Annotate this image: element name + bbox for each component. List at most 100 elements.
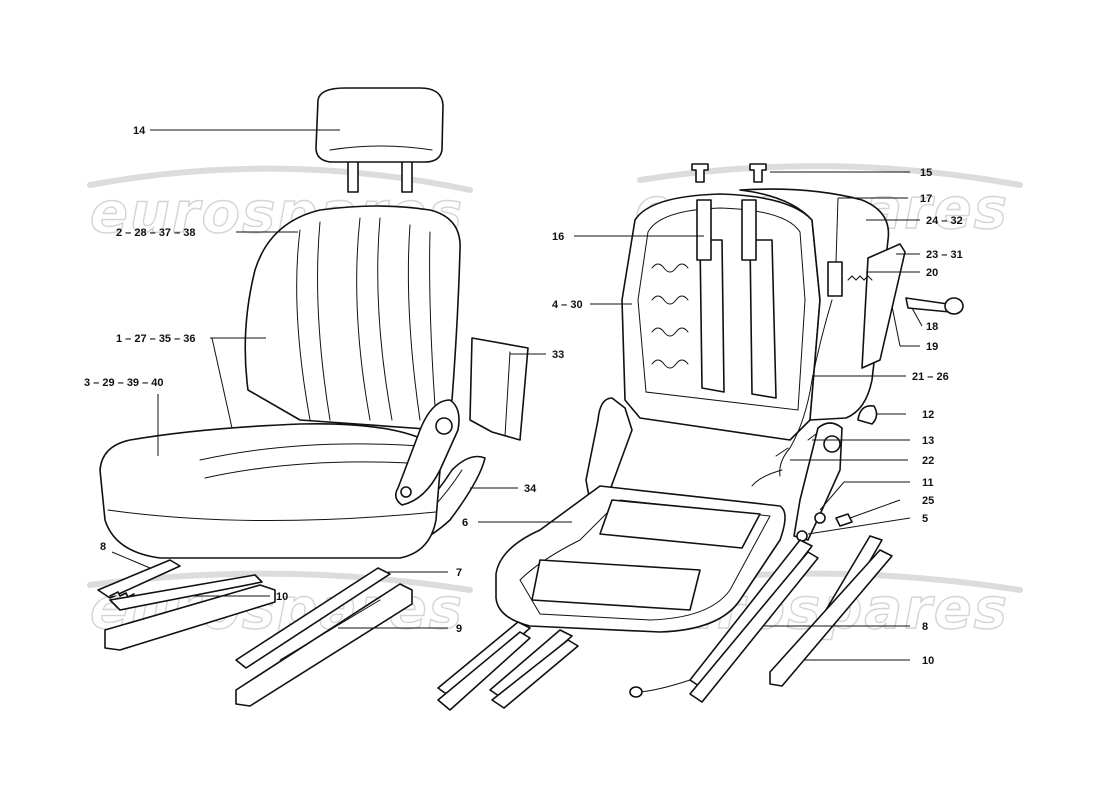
hinge-bolt (400, 486, 412, 498)
back-side-flap-edge (504, 351, 511, 437)
seat-runner (109, 574, 263, 611)
callout-6: 6 (462, 517, 468, 529)
callout-34: 34 (524, 483, 537, 495)
callout-25: 25 (922, 495, 934, 507)
seat-runner-base (769, 549, 893, 687)
hinge-screw (835, 513, 853, 527)
runner-cable-end (629, 686, 643, 698)
watermark-swoosh (637, 163, 1023, 188)
back-rear-panel (739, 188, 890, 421)
callout-10: 10 (276, 591, 288, 603)
back-side-flap (469, 337, 529, 441)
callout-19: 19 (926, 341, 938, 353)
seat-back (244, 205, 461, 431)
callout-15: 15 (920, 167, 932, 179)
callout-24-32: 24 – 32 (926, 215, 963, 227)
seat-back-pleat (407, 224, 421, 421)
seat-cushion-pleat (199, 443, 421, 461)
seat-cushion-pleat (107, 509, 437, 522)
leader-25 (849, 499, 901, 519)
seat-runner-base (235, 583, 413, 707)
back-spring (651, 263, 689, 273)
leader-18 (911, 307, 923, 327)
recline-latch (827, 261, 843, 297)
seat-back-pleat (356, 217, 371, 421)
side-trim (861, 243, 906, 369)
callout-7: 7 (456, 567, 462, 579)
seat-cushion-pleat (204, 461, 426, 479)
headrest-guide-tube (741, 199, 757, 261)
leader-17b (835, 197, 839, 263)
headrest (315, 87, 444, 163)
callout-4-30: 4 – 30 (552, 299, 583, 311)
pin-22 (775, 447, 789, 457)
release-cable (779, 299, 833, 477)
callout-23-31: 23 – 31 (926, 249, 963, 261)
callout-17: 17 (920, 193, 932, 205)
callout-16: 16 (552, 231, 564, 243)
callout-2-28-37-38: 2 – 28 – 37 – 38 (116, 227, 196, 239)
callout-22: 22 (922, 455, 934, 467)
leader-19b (891, 305, 901, 347)
callout-9: 9 (456, 623, 462, 635)
callout-11: 11 (922, 477, 934, 489)
back-spring (651, 359, 689, 369)
hook-wire (751, 469, 783, 487)
watermark-swoosh (87, 165, 473, 193)
callout-3-29-39-40: 3 – 29 – 39 – 40 (84, 377, 164, 389)
seat-back-pleat (429, 231, 437, 421)
seat-pan-hole (599, 499, 761, 549)
seat-pan-hole (531, 559, 701, 611)
callout-5: 5 (922, 513, 928, 525)
back-strap (749, 239, 777, 399)
back-frame-inner (637, 207, 806, 411)
callout-10-right: 10 (922, 655, 934, 667)
callout-8-right: 8 (922, 621, 928, 633)
hinge-pivot (823, 435, 841, 453)
recline-handle-knob (944, 297, 964, 315)
spring-coil (109, 591, 135, 598)
leader-5 (807, 517, 911, 535)
hinge-bolt (796, 530, 808, 542)
callout-14: 14 (133, 125, 146, 137)
headrest-guide-bolt (691, 163, 709, 183)
runner-slot (279, 599, 381, 661)
callout-8: 8 (100, 541, 106, 553)
seat-runner (97, 559, 181, 599)
headrest-guide-tube (696, 199, 712, 261)
seat-runner (235, 567, 391, 669)
seat-runner-base (104, 584, 276, 651)
callout-labels: 14 2 – 28 – 37 – 38 1 – 27 – 35 – 36 3 –… (84, 125, 963, 667)
callout-20: 20 (926, 267, 938, 279)
headrest-guide-bolt (749, 163, 767, 183)
back-spring (651, 295, 689, 305)
leader-11 (819, 481, 845, 511)
seat-back-pleat (377, 217, 393, 421)
seat-back-pleat (317, 221, 331, 421)
hinge-nut (814, 512, 826, 524)
callout-12: 12 (922, 409, 934, 421)
leader-1b (211, 337, 233, 429)
runner-cable (639, 679, 691, 693)
hinge-cap (857, 404, 878, 425)
callout-1-27-35-36: 1 – 27 – 35 – 36 (116, 333, 196, 345)
seat-runner-base (437, 631, 531, 711)
seat-cushion (99, 422, 441, 559)
back-strap (699, 239, 725, 393)
exploded-frame (437, 163, 964, 711)
leader-8a (111, 551, 151, 569)
leader-lines (111, 129, 923, 661)
return-spring (847, 275, 873, 281)
callout-18: 18 (926, 321, 938, 333)
callout-33: 33 (552, 349, 564, 361)
seat-runner-base (491, 639, 579, 709)
recline-knob (435, 417, 453, 435)
back-spring (651, 327, 689, 337)
callout-13: 13 (922, 435, 934, 447)
seat-back-pleat (296, 229, 311, 421)
headrest-seam (329, 145, 433, 151)
pin-13 (807, 433, 817, 441)
seat-runner-base (689, 551, 819, 703)
callout-21-26: 21 – 26 (912, 371, 949, 383)
